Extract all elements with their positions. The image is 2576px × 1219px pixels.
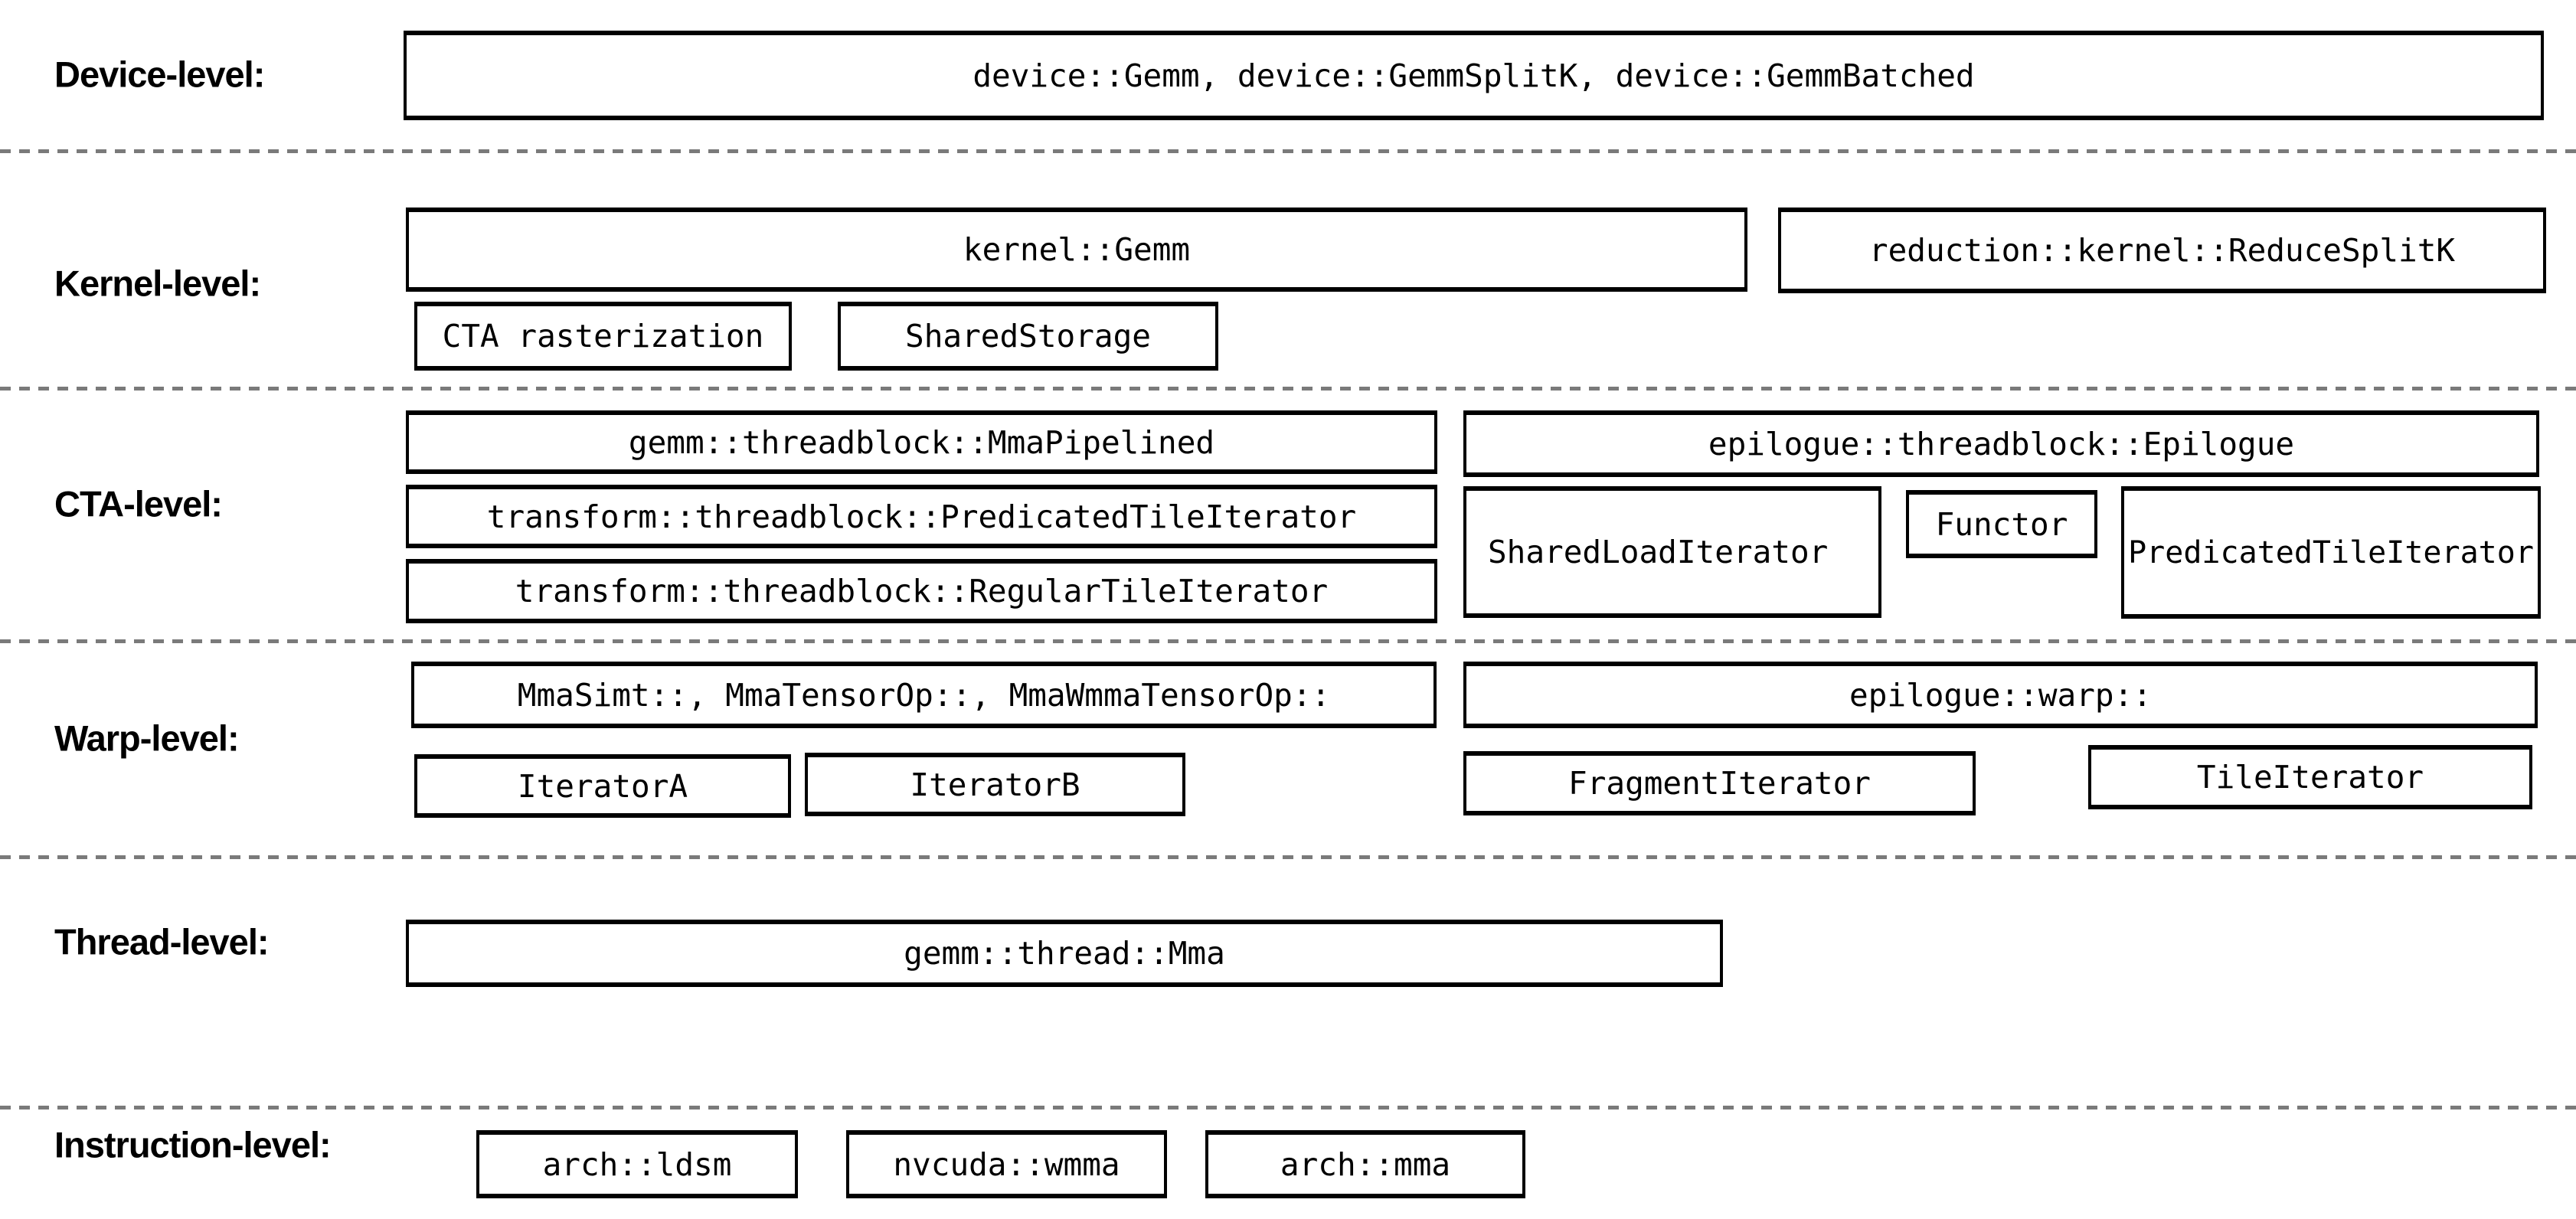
device-level-label: Device-level: (54, 54, 265, 95)
kernel-level-label: Kernel-level: (54, 263, 261, 304)
cta-level-label: CTA-level: (54, 483, 223, 525)
warp-level-label: Warp-level: (54, 717, 240, 759)
box-reduction-kernel-reduce-splitk: reduction::kernel::ReduceSplitK (1778, 208, 2546, 293)
box-arch-mma: arch::mma (1205, 1130, 1525, 1198)
box-epilogue-warp: epilogue::warp:: (1463, 662, 2538, 728)
row-divider (0, 639, 2576, 643)
box-kernel-gemm: kernel::Gemm (406, 208, 1747, 292)
box-cta-rasterization: CTA rasterization (414, 302, 792, 371)
thread-level-label: Thread-level: (54, 921, 270, 962)
box-device-gemm-family: device::Gemm, device::GemmSplitK, device… (404, 31, 2544, 120)
box-shared-storage: SharedStorage (838, 302, 1218, 371)
box-warp-mma-variants: MmaSimt::, MmaTensorOp::, MmaWmmaTensorO… (411, 662, 1437, 728)
box-nvcuda-wmma: nvcuda::wmma (846, 1130, 1167, 1198)
box-transform-threadblock-regular-tile-iterator: transform::threadblock::RegularTileItera… (406, 559, 1437, 623)
box-iterator-a: IteratorA (414, 754, 791, 818)
box-arch-ldsm: arch::ldsm (476, 1130, 798, 1198)
box-gemm-thread-mma: gemm::thread::Mma (406, 920, 1723, 987)
box-shared-load-iterator: SharedLoadIterator (1463, 486, 1881, 618)
row-divider (0, 387, 2576, 391)
box-epilogue-predicated-tile-iterator: PredicatedTileIterator (2121, 486, 2541, 619)
box-iterator-b: IteratorB (805, 753, 1185, 816)
box-fragment-iterator: FragmentIterator (1463, 751, 1976, 815)
box-epilogue-threadblock-epilogue: epilogue::threadblock::Epilogue (1463, 410, 2539, 477)
box-functor: Functor (1906, 490, 2097, 558)
box-transform-threadblock-predicated-tile-iterator: transform::threadblock::PredicatedTileIt… (406, 485, 1437, 548)
box-gemm-threadblock-mma-pipelined: gemm::threadblock::MmaPipelined (406, 410, 1437, 474)
row-divider (0, 149, 2576, 153)
instruction-level-label: Instruction-level: (54, 1124, 332, 1165)
row-divider (0, 1106, 2576, 1110)
row-divider (0, 855, 2576, 859)
box-tile-iterator: TileIterator (2088, 745, 2532, 809)
